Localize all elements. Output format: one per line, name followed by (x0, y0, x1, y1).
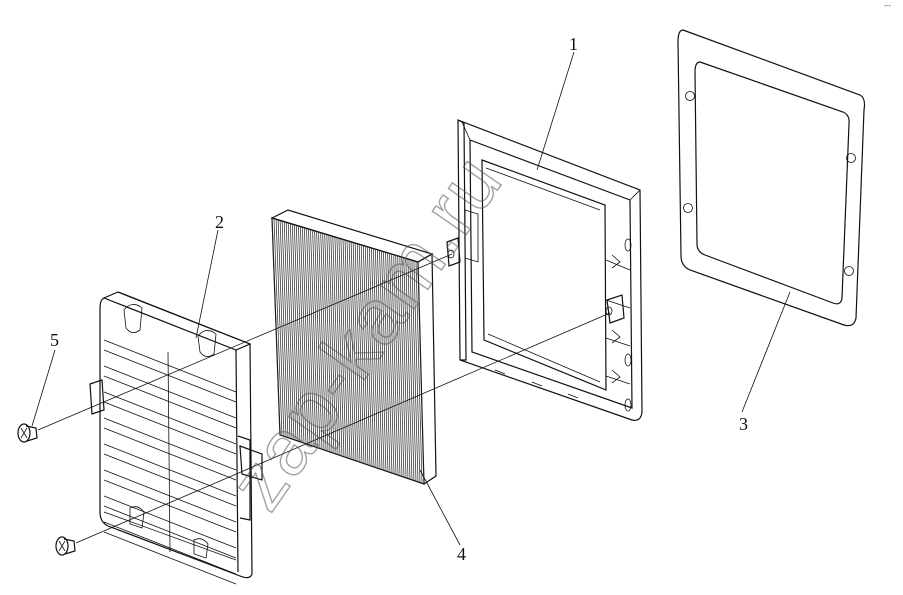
filter-pleat-line (373, 248, 381, 470)
grille-louvers (103, 339, 237, 585)
filter-pleat-line (413, 260, 421, 483)
callout-filter: 4 (457, 544, 466, 564)
filter-pleat-line (350, 241, 359, 462)
filter-pleat-line (304, 227, 313, 446)
filter-pleat-line (395, 255, 403, 477)
filter-pleat-line (352, 242, 361, 463)
filter-pleat-line (298, 225, 307, 444)
filter-pleat-line (360, 244, 369, 465)
filter-pleat-line (302, 227, 311, 446)
filter-pleat-line (411, 260, 419, 483)
filter-pleat-line (277, 219, 287, 438)
filter-pleat-line (344, 239, 353, 460)
filter-pleat-line (383, 251, 391, 473)
filter-pleat-line (364, 246, 373, 467)
filter-pleat-line (316, 231, 325, 451)
filter-pleat-line (312, 230, 321, 449)
filter-pleat-line (291, 224, 301, 442)
filter-pleat-line (366, 246, 375, 468)
filter-pleats (271, 217, 425, 485)
filter-pleat-line (340, 238, 349, 459)
filter-pleat-line (399, 256, 407, 478)
filter-pleat-line (358, 244, 367, 465)
filter-pleat-line (275, 219, 285, 437)
filter-pleat-line (401, 257, 409, 479)
callout-frame: 1 (569, 34, 578, 54)
filter-pleat-line (387, 252, 395, 474)
filter-pleat-line (385, 252, 393, 474)
frame-part (446, 119, 643, 421)
grille-louver (103, 417, 237, 481)
filter-pleat-line (391, 254, 399, 476)
filter-pleat-line (314, 230, 323, 450)
screw-upper (17, 423, 38, 443)
watermark-text: zap-kam.ru (212, 138, 519, 524)
filter-pleat-line (283, 221, 293, 440)
filter-pleat-line (377, 249, 385, 471)
filter-pleat-line (308, 228, 317, 448)
filter-pleat-line (322, 233, 331, 453)
filter-pleat-line (409, 259, 417, 482)
leader-lines (31, 51, 791, 546)
gasket-part (677, 29, 866, 327)
filter-pleat-line (281, 221, 291, 439)
filter-pleat-line (338, 238, 347, 458)
grille-louver (103, 469, 237, 533)
corner-mark: ‐‐‐ (884, 3, 892, 10)
grille-louver (103, 339, 237, 403)
filter-pleat-line (285, 222, 295, 440)
filter-pleat-line (330, 235, 339, 455)
callout-grille: 2 (215, 212, 224, 232)
filter-pleat-line (348, 241, 357, 461)
callout-screw: 5 (50, 330, 59, 350)
filter-pleat-line (342, 239, 351, 459)
grille-louver (103, 365, 237, 429)
assembly-axis-lines (37, 253, 611, 544)
filter-pleat-line (334, 236, 343, 457)
filter-pleat-line (397, 255, 405, 478)
filter-pleat-line (356, 243, 365, 464)
grille-louver (103, 391, 237, 455)
filter-pleat-line (362, 245, 371, 466)
filter-pleat-line (371, 247, 379, 469)
filter-pleat-line (287, 222, 297, 441)
callout-gasket: 3 (739, 414, 748, 434)
filter-pleat-line (379, 250, 387, 472)
filter-pleat-line (354, 243, 363, 463)
filter-pleat-line (393, 254, 401, 476)
filter-pleat-line (405, 258, 413, 480)
filter-pleat-line (381, 250, 389, 472)
filter-pleat-line (271, 217, 281, 436)
filter-pleat-line (324, 233, 333, 453)
grille-part (89, 291, 263, 585)
filter-pleat-line (318, 232, 327, 451)
filter-pleat-line (336, 237, 345, 457)
filter-pleat-line (332, 236, 341, 456)
filter-pleat-line (389, 253, 397, 475)
filter-pleat-line (417, 261, 425, 485)
filter-pleat-line (415, 261, 423, 484)
filter-pleat-line (293, 224, 303, 443)
filter-pleat-line (328, 235, 337, 455)
filter-pleat-line (306, 228, 315, 447)
filter-part (270, 209, 437, 485)
filter-pleat-line (326, 234, 335, 454)
filter-pleat-line (310, 229, 319, 448)
grille-center-rib (167, 351, 171, 553)
filter-pleat-line (289, 223, 299, 442)
grille-louver (103, 443, 237, 507)
filter-pleat-line (273, 218, 283, 436)
filter-pleat-line (300, 226, 309, 445)
filter-pleat-line (403, 257, 411, 480)
screw-lower (55, 536, 76, 556)
filter-pleat-line (320, 232, 329, 452)
filter-pleat-line (407, 258, 415, 481)
filter-pleat-line (295, 225, 305, 444)
filter-pleat-line (279, 220, 289, 438)
filter-pleat-line (368, 247, 377, 468)
